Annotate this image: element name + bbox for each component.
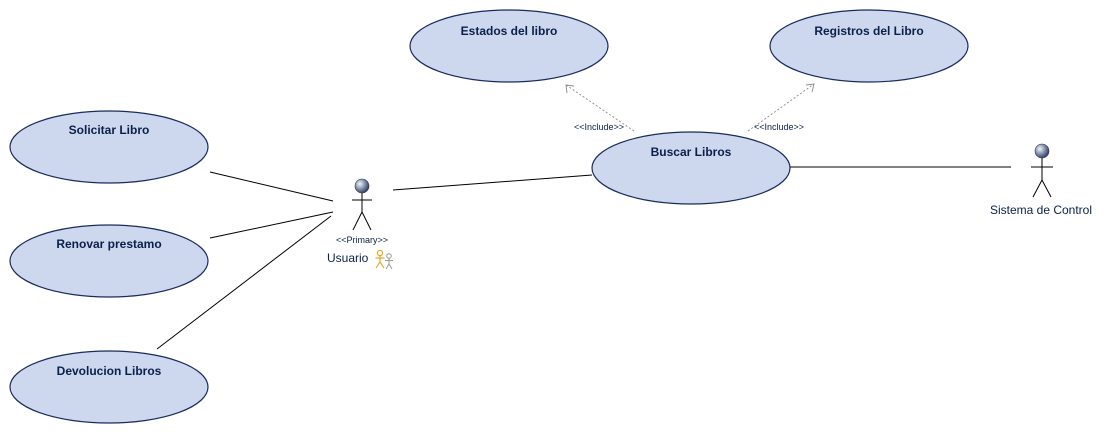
actor-usuario[interactable]: <<Primary>> Usuario [327,178,393,270]
association-renovar-usuario[interactable] [209,211,334,239]
use-case-registros-del-libro[interactable]: Registros del Libro [769,9,969,83]
use-case-label: Renovar prestamo [56,237,161,251]
actor-head [354,178,370,194]
use-case-devolucion-libros[interactable]: Devolucion Libros [9,350,209,424]
actor-name-usuario: Usuario [327,251,369,265]
actor-head [1034,143,1050,159]
use-case-label: Devolucion Libros [57,364,162,378]
association-devolucion-usuario[interactable] [156,215,332,350]
use-case-label: Estados del libro [461,24,558,38]
use-case-buscar-libros[interactable]: Buscar Libros [591,131,791,205]
include-buscar-registros[interactable] [747,83,815,132]
association-usuario-buscar[interactable] [392,174,593,191]
include-label-estados: <<Include>> [574,122,624,132]
primary-actor-icon [375,249,393,270]
include-label-registros: <<Include>> [754,122,804,132]
association-solicitar-usuario[interactable] [209,171,334,202]
use-case-label: Registros del Libro [814,24,923,38]
use-case-renovar-prestamo[interactable]: Renovar prestamo [9,224,209,298]
use-case-estados-del-libro[interactable]: Estados del libro [409,9,609,83]
actor-sistema-de-control[interactable]: Sistema de Control [990,143,1092,217]
use-case-solicitar-libro[interactable]: Solicitar Libro [9,110,209,184]
use-case-label: Buscar Libros [651,145,732,159]
actor-name-sistema: Sistema de Control [990,203,1092,217]
actor-stereotype: <<Primary>> [336,235,388,245]
include-buscar-estados[interactable] [565,84,635,132]
use-case-label: Solicitar Libro [69,123,150,137]
